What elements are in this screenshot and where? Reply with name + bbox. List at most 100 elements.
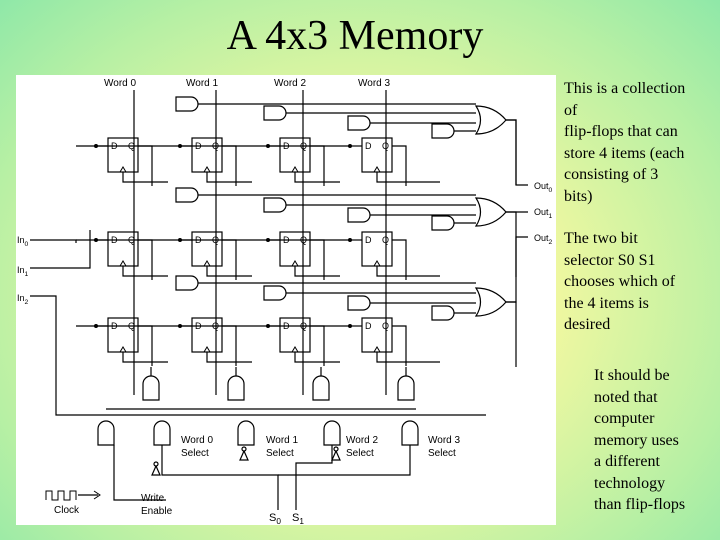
clock-arrow-icon bbox=[93, 490, 101, 500]
flipflop-clock-wire bbox=[122, 172, 168, 183]
selector-s0-wire bbox=[161, 445, 279, 510]
read-and-gate bbox=[347, 115, 371, 131]
or-output-wire bbox=[506, 211, 517, 277]
read-and-gate bbox=[263, 285, 287, 301]
clock-triangle bbox=[119, 346, 127, 353]
junction-dot bbox=[94, 238, 98, 242]
word-label-top: Word 1 bbox=[186, 78, 218, 89]
note-line: flip-flops that can bbox=[564, 123, 678, 140]
flipflop-clock-wire bbox=[294, 172, 340, 183]
flipflop-clock-wire bbox=[206, 352, 252, 363]
output-or-gate bbox=[474, 287, 507, 317]
junction-dot bbox=[178, 324, 182, 328]
output-or-gate bbox=[474, 105, 507, 135]
inverter-bubble bbox=[333, 446, 339, 452]
or-output-wire bbox=[506, 119, 517, 185]
read-and-gate bbox=[175, 96, 199, 112]
junction-dot bbox=[348, 324, 352, 328]
flipflop-output-wire bbox=[310, 145, 325, 186]
input-wire bbox=[30, 230, 91, 269]
word-label-top: Word 3 bbox=[358, 78, 390, 89]
word-select-label: Word 2 bbox=[346, 435, 378, 446]
read-and-gate bbox=[263, 105, 287, 121]
selector-label: S1 bbox=[292, 512, 304, 525]
selector-wire bbox=[278, 445, 411, 476]
flipflop-output-wire bbox=[222, 239, 237, 280]
word-label-top: Word 0 bbox=[104, 78, 136, 89]
note-line: a different bbox=[594, 453, 660, 470]
word-select-label: Word 3 bbox=[428, 435, 460, 446]
flipflop-clock-wire bbox=[206, 172, 252, 183]
output-wire bbox=[506, 119, 528, 186]
write-and-gate bbox=[397, 375, 415, 401]
flipflop-d-pin: D bbox=[365, 321, 372, 331]
word-select-and-gate bbox=[401, 420, 419, 446]
slide-title: A 4x3 Memory bbox=[226, 13, 484, 59]
write-enable-label: Enable bbox=[141, 506, 173, 517]
read-and-gate bbox=[175, 275, 199, 291]
note-selector: The two bit selector S0 S1 chooses which… bbox=[564, 228, 704, 336]
selector-s1-wire bbox=[295, 445, 333, 510]
word-select-label: Select bbox=[266, 448, 294, 459]
note-line: store 4 items (each bbox=[564, 144, 685, 162]
note-flipflop-collection: This is a collection of flip-flops that … bbox=[564, 78, 714, 207]
flipflop-output-wire bbox=[392, 239, 407, 280]
flipflop-clock-wire bbox=[122, 266, 168, 277]
inverter bbox=[151, 464, 161, 476]
read-and-gate bbox=[431, 123, 455, 139]
write-enable-wire bbox=[113, 445, 166, 501]
input-wire bbox=[30, 239, 77, 243]
read-and-gate bbox=[175, 187, 199, 203]
note-line: computer bbox=[594, 410, 655, 427]
note-memory-technology: It should be noted that computer memory … bbox=[594, 365, 704, 516]
flipflop-output-wire bbox=[138, 239, 153, 280]
read-and-gate bbox=[431, 305, 455, 321]
junction-dot bbox=[94, 324, 98, 328]
output-label: Out1 bbox=[534, 207, 553, 220]
clock-triangle bbox=[203, 346, 211, 353]
inverter bbox=[331, 449, 341, 461]
note-line: technology bbox=[594, 474, 666, 492]
flipflop-output-wire bbox=[138, 325, 153, 366]
clock-triangle bbox=[373, 166, 381, 173]
or-output-wire bbox=[506, 301, 517, 367]
word-select-label: Word 1 bbox=[266, 435, 298, 446]
note-line: desired bbox=[564, 316, 611, 333]
clock-label: Clock bbox=[54, 505, 80, 516]
flipflop-output-wire bbox=[222, 325, 237, 366]
word-select-label: Word 0 bbox=[181, 435, 213, 446]
note-line: This is a collection bbox=[564, 80, 686, 97]
word-select-and-gate bbox=[237, 420, 255, 446]
junction-dot bbox=[266, 324, 270, 328]
input-label: In2 bbox=[17, 293, 29, 306]
write-and-gate bbox=[312, 375, 330, 401]
clock-triangle bbox=[203, 260, 211, 267]
junction-dot bbox=[348, 238, 352, 242]
flipflop-output-wire bbox=[392, 145, 407, 186]
junction-dot bbox=[178, 144, 182, 148]
read-and-gate bbox=[347, 295, 371, 311]
note-line: consisting of 3 bbox=[564, 166, 659, 183]
flipflop-clock-wire bbox=[294, 266, 340, 277]
selector-label: S0 bbox=[269, 512, 281, 525]
flipflop-clock-wire bbox=[376, 352, 440, 363]
output-label: Out2 bbox=[534, 233, 553, 246]
note-line: It should be bbox=[594, 367, 670, 384]
flipflop-output-wire bbox=[310, 325, 325, 366]
word-select-label: Select bbox=[346, 448, 374, 459]
write-enable-and-gate bbox=[97, 420, 115, 446]
junction-dot bbox=[94, 144, 98, 148]
note-line: selector S0 S1 bbox=[564, 251, 656, 269]
flipflop-output-wire bbox=[138, 145, 153, 186]
junction-dot bbox=[266, 144, 270, 148]
clock-triangle bbox=[291, 260, 299, 267]
word-select-and-gate bbox=[153, 420, 171, 446]
clock-signal-icon bbox=[45, 490, 77, 501]
word-select-and-gate bbox=[323, 420, 341, 446]
read-and-gate bbox=[431, 215, 455, 231]
note-line: The two bit bbox=[564, 230, 638, 247]
clock-triangle bbox=[119, 260, 127, 267]
note-line: chooses which of bbox=[564, 273, 676, 290]
output-or-gate bbox=[474, 197, 507, 227]
